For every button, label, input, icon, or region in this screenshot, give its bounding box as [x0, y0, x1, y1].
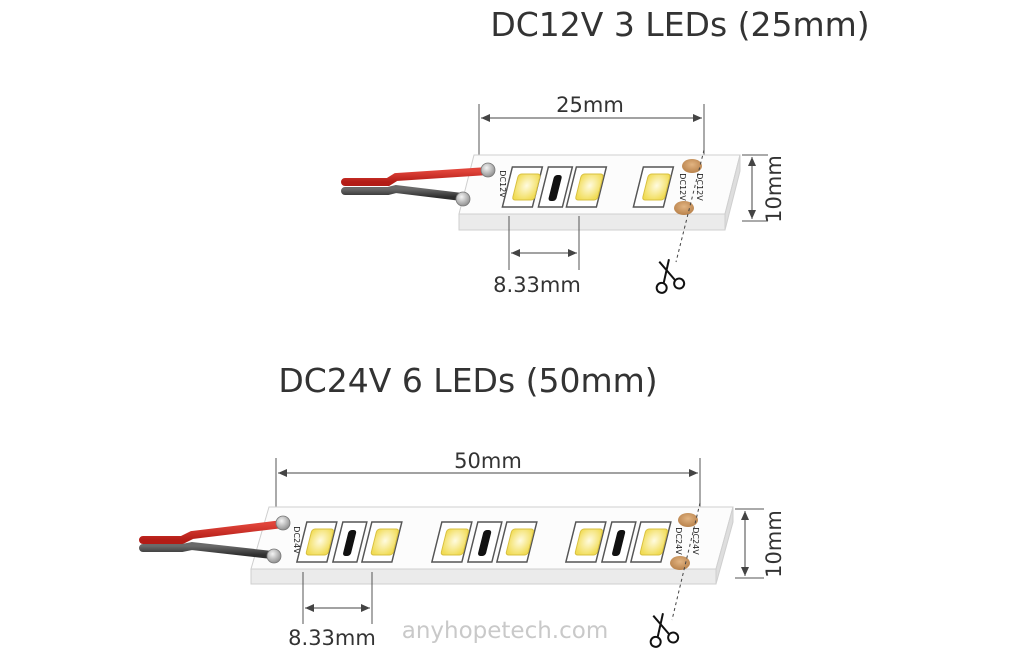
pitch-label-24v: 8.33mm	[288, 626, 376, 650]
strip-12v-group: DC12V 3 LEDs (25mm) 25mm DC12V	[341, 5, 870, 297]
cut-marking-right-12v: DC12V	[695, 173, 704, 201]
scissors-icon	[649, 613, 680, 648]
cut-marking-left-12v: DC12V	[678, 173, 687, 201]
cut-marking-left-24v: DC24V	[674, 527, 683, 555]
input-marking-24v: DC24V	[292, 526, 301, 554]
solder-joint-negative	[455, 191, 471, 207]
cut-pads-12v: DC12V DC12V	[674, 149, 705, 263]
strip-12v-title: DC12V 3 LEDs (25mm)	[490, 5, 869, 44]
solder-joint-negative	[266, 548, 282, 564]
width-dimension-12v: 10mm	[742, 154, 786, 223]
length-dimension-50mm: 50mm	[275, 449, 701, 510]
width-label-12v: 10mm	[762, 155, 786, 223]
pitch-dimension-24v: 8.33mm	[288, 572, 376, 650]
scissors-icon	[655, 259, 686, 294]
width-label-24v: 10mm	[762, 510, 786, 578]
cut-pads-24v: DC24V DC24V	[670, 502, 701, 621]
wires-24v	[139, 515, 291, 564]
resistor-chip	[537, 166, 574, 208]
led-chip	[501, 166, 544, 208]
cut-line-12v	[675, 149, 705, 263]
solder-joint-positive	[275, 515, 291, 531]
pitch-label-12v: 8.33mm	[493, 273, 581, 297]
length-dimension-12v: 25mm	[478, 93, 705, 158]
solder-joint-positive	[480, 162, 496, 178]
wires-12v	[341, 162, 496, 207]
watermark: anyhopetech.com	[402, 618, 609, 644]
strip-24v-title: DC24V 6 LEDs (50mm)	[278, 361, 657, 400]
cut-line-24v	[671, 502, 701, 621]
components-12v	[501, 166, 675, 208]
width-dimension-24v: 10mm	[735, 508, 786, 579]
length-label-12v: 25mm	[556, 93, 624, 117]
pitch-dimension-12v: 8.33mm	[493, 216, 581, 297]
led-chip	[565, 166, 608, 208]
length-label-24v: 50mm	[454, 449, 522, 473]
led-chip	[632, 166, 675, 208]
input-marking-12v: DC12V	[498, 170, 507, 198]
components-24v	[295, 521, 672, 563]
strip-24v-group: DC24V 6 LEDs (50mm) 50mm DC24V	[139, 361, 786, 650]
cut-marking-right-24v: DC24V	[691, 527, 700, 555]
